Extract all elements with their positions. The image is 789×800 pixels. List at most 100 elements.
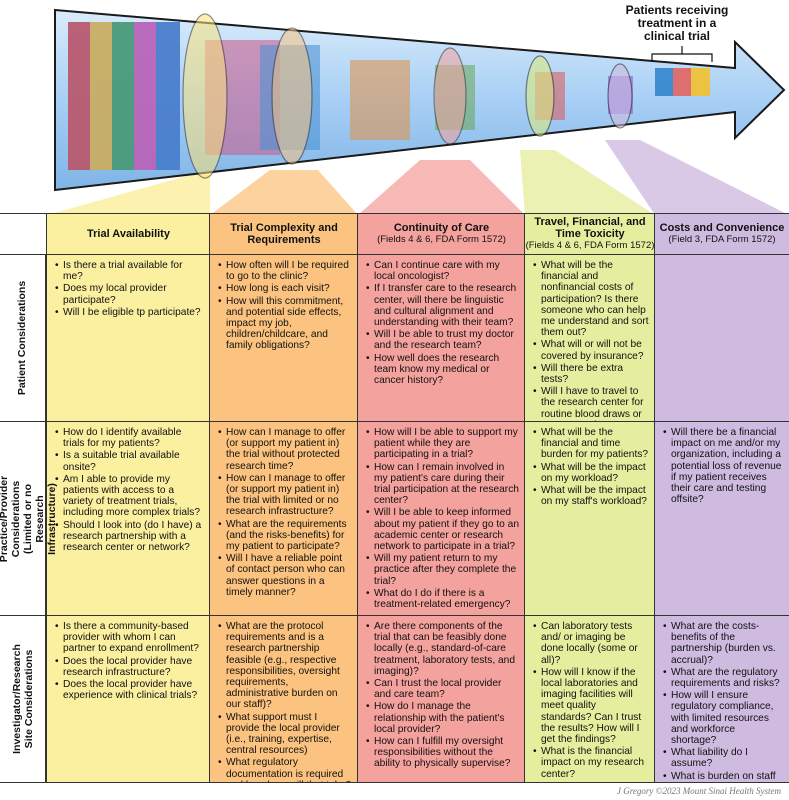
question-item: Does the local provider have research in… [55,656,204,678]
question-item: How will I know if the local laboratorie… [533,667,649,745]
question-item: How will this commitment, and potential … [218,296,352,352]
table-cell: What will be the financial and time burd… [525,422,655,615]
question-item: How often will I be required to go to th… [218,260,352,282]
table-cell: Is there a community-based provider with… [47,616,210,782]
question-item: Will I be eligible tp participate? [55,307,204,318]
question-item: What are the costs-benefits of the partn… [663,621,783,666]
question-item: How can I fulfill my oversight responsib… [366,736,519,770]
column-header: Trial Complexity and Requirements [210,213,358,255]
question-item: What will be the financial and time burd… [533,427,649,461]
question-item: What liability do I assume? [663,747,783,769]
funnel-arrow-graphic [47,8,789,215]
question-item: What will be the financial and nonfinanc… [533,260,649,338]
table-top-border [0,213,789,214]
row-label-text: Investigator/Research Site Consideration… [10,644,35,754]
question-item: What are the requirements (and the risks… [218,519,352,553]
question-item: What support must I provide the local pr… [218,712,352,757]
table-cell: What are the costs-benefits of the partn… [655,616,789,782]
question-item: What do I do if there is a treatment-rel… [366,588,519,610]
table-cell: How do I identify available trials for m… [47,422,210,615]
table-cell: Can I continue care with my local oncolo… [358,255,525,421]
column-title: Travel, Financial, and Time Toxicity [534,216,646,240]
table-cell: Will there be a financial impact on me a… [655,422,789,615]
row-label: Community Practice/Provider Consideratio… [0,422,59,615]
question-item: How can I manage to offer (or support my… [218,427,352,472]
question-item: How can I manage to offer (or support my… [218,473,352,518]
column-title: Costs and Convenience [659,222,785,234]
row-divider [0,421,789,422]
question-item: Is a suitable trial available onsite? [55,450,204,472]
question-item: How do I manage the relationship with th… [366,701,519,735]
column-header: Continuity of Care (Fields 4 & 6, FDA Fo… [358,213,525,255]
question-item: Will there be extra tests? [533,363,649,385]
question-item: Can I continue care with my local oncolo… [366,260,519,282]
table-cell: What will be the financial and nonfinanc… [525,255,655,421]
question-list: What are the protocol requirements and i… [218,621,352,782]
question-item: How will I be able to support my patient… [366,427,519,461]
question-item: How well does the research team know my … [366,353,519,387]
question-item: Does the local provider have experience … [55,679,204,701]
question-list: How do I identify available trials for m… [55,427,204,553]
arrow-label: Patients receiving treatment in a clinic… [625,3,729,43]
table-cell: What are the protocol requirements and i… [210,616,358,782]
header-corner [0,213,47,255]
question-item: Is there a community-based provider with… [55,621,204,655]
question-list: How can I manage to offer (or support my… [218,427,352,598]
row-divider [0,615,789,616]
row-label-text: Patient Considerations [16,280,29,396]
credit-line: J Gregory ©2023 Mount Sinai Health Syste… [617,786,781,796]
question-item: What will be the impact on my workload? [533,462,649,484]
question-list: Can I continue care with my local oncolo… [366,260,519,386]
question-item: How can I remain involved in my patient'… [366,462,519,507]
question-item: Can laboratory tests and/ or imaging be … [533,621,649,666]
table-cell: Can laboratory tests and/ or imaging be … [525,616,655,782]
question-item: How long is each visit? [218,283,352,294]
question-item: Will I have to travel to the research ce… [533,386,649,421]
column-subtitle: (Field 3, FDA Form 1572) [668,234,776,245]
considerations-table: Trial Availability Trial Complexity and … [0,213,789,783]
table-cell: How often will I be required to go to th… [210,255,358,421]
row-label-column [0,213,47,783]
question-item: If I transfer care to the research cente… [366,283,519,328]
row-label: Patient Considerations [0,255,46,421]
column-subtitle: (Fields 4 & 6, FDA Form 1572) [525,240,655,251]
column-header: Trial Availability [47,213,210,255]
question-item: What are the regulatory requirements and… [663,667,783,689]
question-list: What are the costs-benefits of the partn… [663,621,783,782]
column-subtitle: (Fields 4 & 6, FDA Form 1572) [377,234,506,245]
question-list: Is there a trial available for me?Does m… [55,260,204,318]
question-item: Will I be able to trust my doctor and th… [366,329,519,351]
question-item: How will I ensure regulatory compliance,… [663,690,783,746]
question-item: What is burden on staff and infrastructu… [663,771,783,782]
question-item: What will or will not be covered by insu… [533,339,649,361]
question-list: Is there a community-based provider with… [55,621,204,701]
question-item: Are there components of the trial that c… [366,621,519,677]
question-item: Is there a trial available for me? [55,260,204,282]
question-item: Will I be able to keep informed about my… [366,507,519,552]
question-list: What will be the financial and time burd… [533,427,649,507]
question-list: How will I be able to support my patient… [366,427,519,610]
question-list: Are there components of the trial that c… [366,621,519,770]
column-title: Trial Availability [87,227,170,240]
question-item: What will be the impact on my staff's wo… [533,485,649,507]
column-header: Costs and Convenience (Field 3, FDA Form… [655,213,789,255]
row-label: Investigator/Research Site Consideration… [0,616,46,782]
question-item: What regulatory documentation is require… [218,757,352,782]
question-item: Will there be a financial impact on me a… [663,427,783,505]
question-item: What is the financial impact on my resea… [533,746,649,780]
question-item: Can I trust the local provider and care … [366,678,519,700]
table-cell: Are there components of the trial that c… [358,616,525,782]
question-item: What are the protocol requirements and i… [218,621,352,711]
question-item: Does my local provider participate? [55,283,204,305]
table-cell: How can I manage to offer (or support my… [210,422,358,615]
table-cell: Is there a trial available for me?Does m… [47,255,210,421]
column-title: Continuity of Care [393,222,490,234]
column-header: Travel, Financial, and Time Toxicity (Fi… [525,213,655,255]
question-list: Will there be a financial impact on me a… [663,427,783,505]
column-title: Trial Complexity and Requirements [230,221,338,246]
funnel-illustration: Patients receiving treatment in a clinic… [0,0,789,215]
question-list: Can laboratory tests and/ or imaging be … [533,621,649,780]
question-list: What will be the financial and nonfinanc… [533,260,649,421]
question-item: Should I look into (do I have) a researc… [55,520,204,554]
question-list: How often will I be required to go to th… [218,260,352,352]
